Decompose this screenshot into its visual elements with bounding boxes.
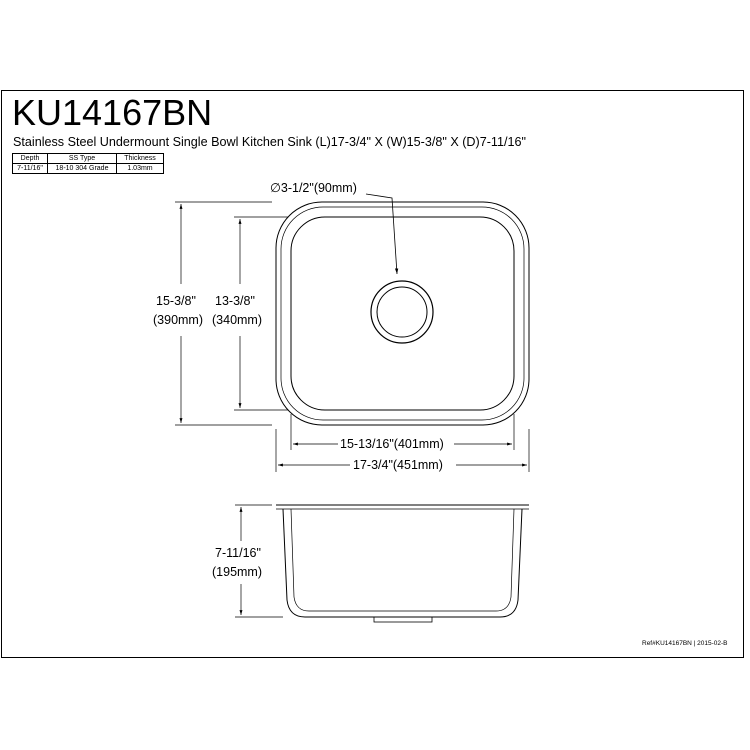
- bowl-outline: [290, 216, 515, 411]
- outer-width-mm-label: (390mm): [153, 313, 204, 327]
- product-description: Stainless Steel Undermount Single Bowl K…: [13, 135, 526, 149]
- drain-inner-circle: [376, 286, 428, 338]
- side-view: [276, 504, 529, 623]
- spec-table: Depth SS Type Thickness 7-11/16" 18-10 3…: [12, 153, 164, 174]
- outer-width-dimension: [175, 201, 272, 426]
- bowl-inner-profile: [290, 508, 515, 612]
- depth-dimension: [235, 504, 283, 618]
- inner-length-label: 15-13/16"(401mm): [340, 437, 444, 451]
- outer-width-label: 15-3/8": [156, 294, 196, 308]
- outer-length-dimension: [275, 429, 530, 472]
- spec-table-value-row: 7-11/16" 18-10 304 Grade 1.03mm: [12, 163, 164, 174]
- outer-length-label: 17-3/4"(451mm): [353, 458, 443, 472]
- drain-diameter-label: ∅3-1/2"(90mm): [270, 181, 357, 195]
- spec-value-thickness: 1.03mm: [116, 163, 164, 174]
- inner-length-dimension: [290, 414, 515, 450]
- drawing-reference: Ref#KU14167BN | 2015-02-B: [642, 640, 728, 647]
- drawing-frame: [1, 90, 744, 658]
- bowl-outer-profile: [282, 508, 523, 618]
- inner-width-mm-label: (340mm): [212, 313, 263, 327]
- depth-mm-label: (195mm): [212, 565, 263, 579]
- drain-leader: [365, 193, 399, 275]
- top-view: [275, 201, 530, 426]
- outer-rim-outline: [275, 201, 530, 426]
- inner-width-dimension: [234, 216, 288, 411]
- drain-outer-circle: [370, 280, 434, 344]
- drain-body-profile: [373, 616, 433, 623]
- inner-width-label: 13-3/8": [215, 294, 255, 308]
- depth-label: 7-11/16": [215, 546, 261, 560]
- outer-rim-inner-outline: [280, 206, 525, 421]
- model-number: KU14167BN: [12, 92, 213, 133]
